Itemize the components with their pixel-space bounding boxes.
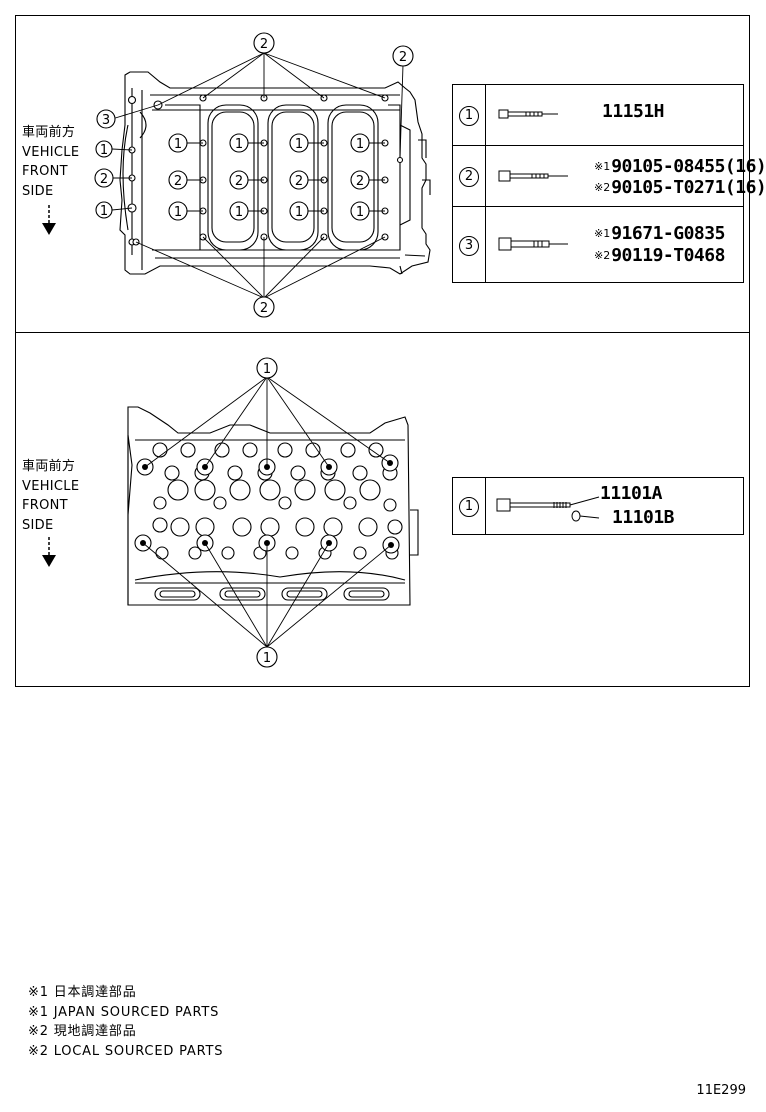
callout-row3: 1 [174, 205, 182, 220]
table-row: 3 ※191671-G0835 ※290119-T0468 [452, 206, 744, 283]
vehicle-front-label-bottom: 車両前方 VEHICLE FRONT SIDE [22, 457, 79, 535]
direction-label-line1: VEHICLE [22, 144, 80, 160]
callout-row3: 1 [295, 205, 303, 220]
head-bolt-icon [496, 496, 600, 522]
down-arrow-icon [42, 537, 56, 567]
bottom-panel [15, 332, 750, 687]
direction-label-line2: FRONT [22, 164, 68, 179]
part-number: 11101B [612, 507, 675, 528]
diagram-code: 11E299 [696, 1083, 746, 1098]
part-ref: 1 [459, 106, 479, 126]
callout-row3: 1 [235, 205, 243, 220]
table-row: 1 11101A 11101B [452, 477, 744, 535]
part-number: 11151H [602, 101, 665, 122]
direction-label-line3: SIDE [22, 517, 54, 533]
callout-top: 1 [263, 362, 271, 377]
note-line: ※2 LOCAL SOURCED PARTS [28, 1043, 224, 1059]
callout-left-1b: 1 [100, 204, 108, 219]
callout-left-1a: 1 [100, 143, 108, 158]
source-notes: ※1 日本調達部品 ※1 JAPAN SOURCED PARTS ※2 現地調達… [28, 983, 223, 1061]
callout-row1: 1 [356, 137, 364, 152]
note-line: ※2 現地調達部品 [28, 1024, 137, 1039]
part-number-line: ※190105-08455(16) [594, 156, 766, 177]
callout-row2: 2 [295, 174, 303, 189]
source-mark: ※2 [594, 249, 611, 262]
bolt-icon [498, 109, 558, 119]
table-row: 1 11151H [452, 84, 744, 146]
direction-label-jp: 車両前方 [22, 459, 76, 474]
callout-top-right: 2 [399, 50, 407, 65]
part-number: 91671-G0835 [611, 223, 725, 244]
part-number: 90119-T0468 [611, 245, 725, 266]
direction-label-line3: SIDE [22, 183, 54, 199]
part-ref: 1 [459, 497, 479, 517]
callout-bottom: 1 [263, 651, 271, 666]
part-ref: 3 [459, 235, 479, 256]
callout-left-2: 2 [100, 172, 108, 187]
source-mark: ※2 [594, 181, 611, 194]
bottom-parts-table: 1 11101A 11101B [452, 477, 744, 535]
part-number-line: ※191671-G0835 [594, 223, 725, 244]
direction-label-line2: FRONT [22, 498, 68, 513]
direction-label-jp: 車両前方 [22, 125, 76, 140]
down-arrow-icon [42, 205, 56, 235]
callout-top: 2 [260, 37, 268, 52]
bolt-icon [498, 237, 568, 251]
note-line: ※1 JAPAN SOURCED PARTS [28, 1004, 220, 1020]
vehicle-front-label-top: 車両前方 VEHICLE FRONT SIDE [22, 123, 79, 201]
callout-bottom: 2 [260, 301, 268, 316]
callout-upper-left: 3 [102, 113, 110, 128]
part-ref: 2 [459, 167, 479, 187]
part-number: 11101A [600, 483, 663, 504]
callout-row2: 2 [356, 174, 364, 189]
callout-row3: 1 [356, 205, 364, 220]
callout-row1: 1 [235, 137, 243, 152]
part-number: 90105-08455(16) [611, 156, 766, 177]
source-mark: ※1 [594, 227, 611, 240]
cam-housing-diagram: 2 2 3 1 2 1 2 1 1 1 1 2 2 2 2 1 1 1 1 [94, 32, 431, 318]
callout-row2: 2 [235, 174, 243, 189]
callout-row1: 1 [295, 137, 303, 152]
part-number-line: ※290119-T0468 [594, 245, 725, 266]
part-number: 90105-T0271(16) [611, 177, 766, 198]
note-line: ※1 日本調達部品 [28, 985, 137, 1000]
bolt-icon [498, 170, 568, 182]
callout-row1: 1 [174, 137, 182, 152]
direction-label-line1: VEHICLE [22, 478, 80, 494]
top-parts-table: 1 11151H 2 ※190105-08455(16) ※290105-T02… [452, 84, 766, 283]
part-number-line: ※290105-T0271(16) [594, 177, 766, 198]
callout-row2: 2 [174, 174, 182, 189]
source-mark: ※1 [594, 160, 611, 173]
cylinder-head-diagram: 1 1 [127, 357, 419, 668]
table-row: 2 ※190105-08455(16) ※290105-T0271(16) [452, 145, 766, 207]
